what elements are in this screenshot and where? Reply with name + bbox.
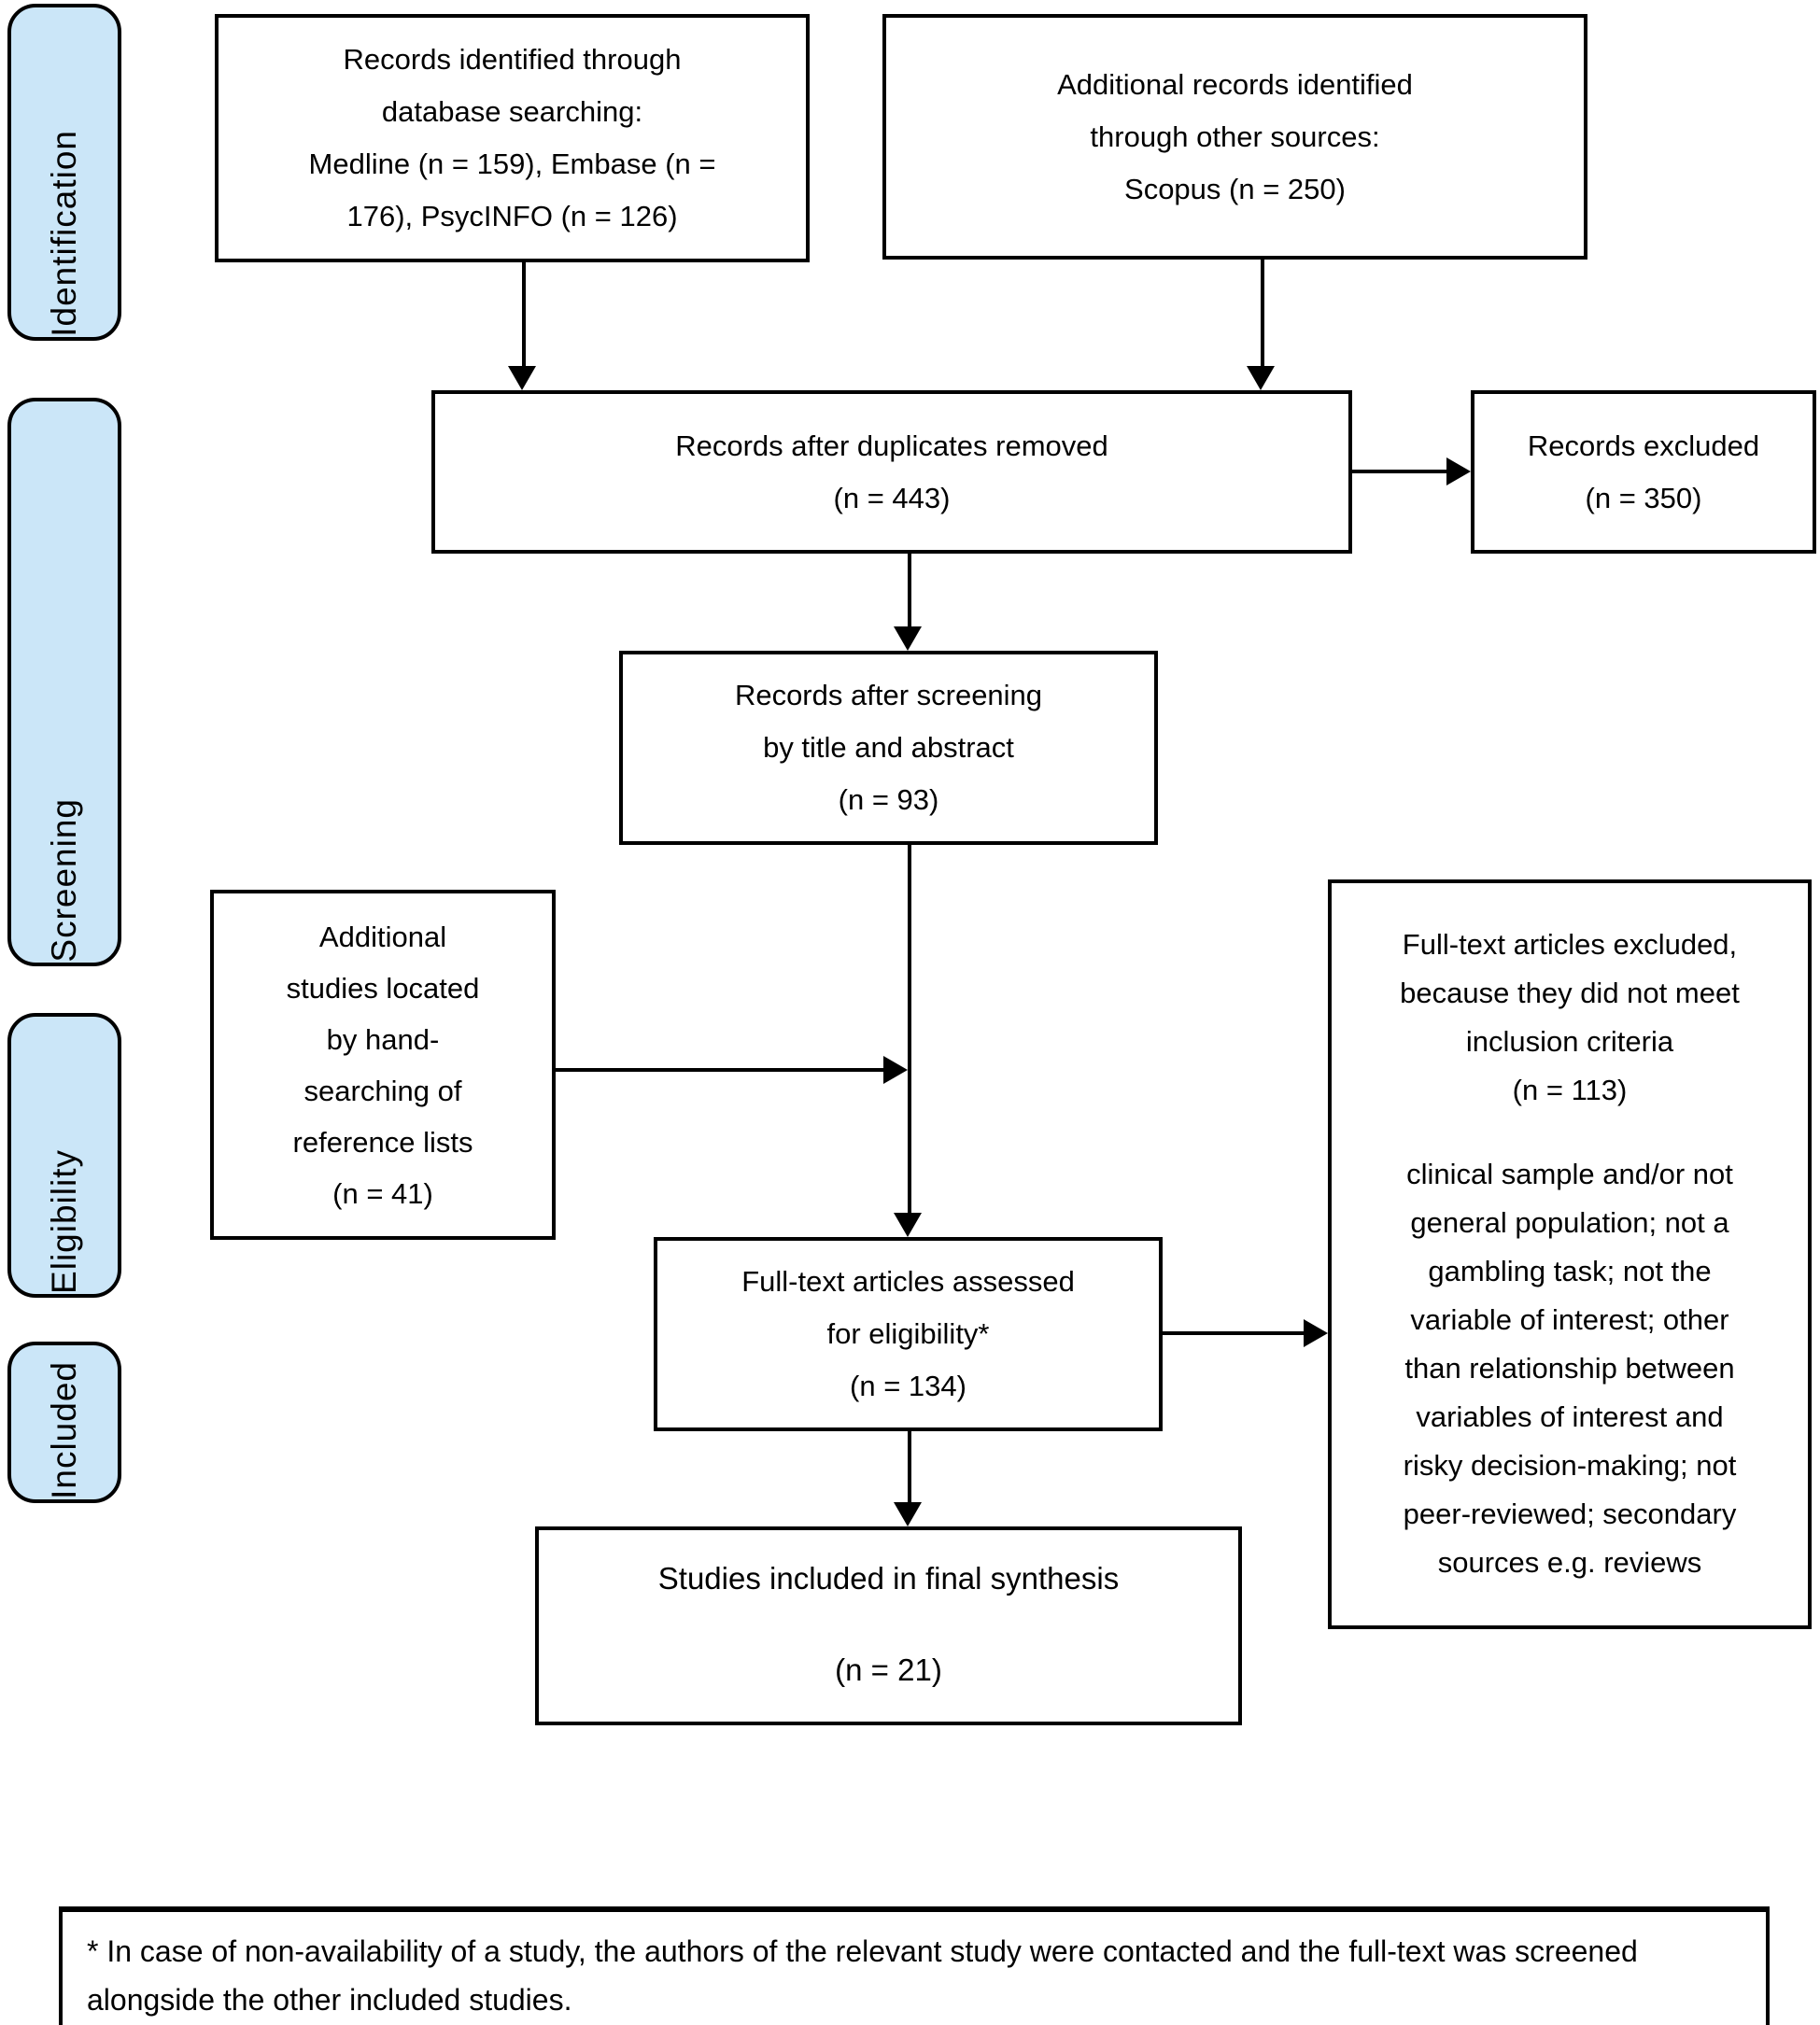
text-line: variables of interest and bbox=[1416, 1400, 1724, 1433]
text-line: 176), PsycINFO (n = 126) bbox=[346, 200, 678, 232]
text-line: through other sources: bbox=[1090, 120, 1380, 153]
arrow-fulltext-to-excluded-line bbox=[1163, 1331, 1304, 1335]
text-line: by hand- bbox=[326, 1022, 440, 1056]
footnote-box: * In case of non-availability of a study… bbox=[59, 1906, 1770, 2025]
text-line: than relationship between bbox=[1404, 1352, 1735, 1385]
arrow-duplicates-to-screening-head bbox=[894, 626, 922, 651]
text-line: (n = 134) bbox=[850, 1370, 966, 1402]
arrow-duplicates-to-screening-line bbox=[908, 554, 911, 626]
text-line: database searching: bbox=[381, 95, 643, 128]
text-line: reference lists bbox=[292, 1125, 473, 1159]
arrow-othersources-to-duplicates-head bbox=[1247, 366, 1275, 390]
arrow-fulltext-to-excluded-head bbox=[1304, 1319, 1328, 1347]
text-line: variable of interest; other bbox=[1410, 1303, 1729, 1336]
box-after-screening: Records after screening by title and abst… bbox=[619, 651, 1158, 845]
fulltext-excluded-header: Full-text articles excluded, because they… bbox=[1400, 921, 1740, 1115]
box-after-duplicates: Records after duplicates removed (n = 443… bbox=[431, 390, 1352, 554]
text-line: (n = 443) bbox=[833, 481, 951, 514]
box-fulltext-excluded: Full-text articles excluded, because they… bbox=[1328, 879, 1812, 1629]
arrow-screening-to-fulltext-head bbox=[894, 1213, 922, 1237]
text-line: Records after duplicates removed bbox=[675, 429, 1108, 462]
stage-screening-label: Screening bbox=[45, 798, 83, 963]
stage-screening: Screening bbox=[7, 398, 121, 966]
arrow-handsearch-to-flow-head bbox=[883, 1056, 908, 1084]
text-line: (n = 350) bbox=[1585, 481, 1702, 514]
box-fulltext-assessed: Full-text articles assessed for eligibili… bbox=[654, 1237, 1163, 1431]
text-line: Full-text articles assessed bbox=[741, 1265, 1075, 1298]
fulltext-excluded-reasons: clinical sample and/or not general popula… bbox=[1404, 1150, 1737, 1587]
text-line: Records excluded bbox=[1527, 429, 1760, 462]
box-records-identified: Records identified through database searc… bbox=[215, 14, 810, 262]
arrow-fulltext-to-included-head bbox=[894, 1502, 922, 1526]
text-line: for eligibility* bbox=[826, 1317, 990, 1350]
text-line: (n = 113) bbox=[1512, 1074, 1628, 1106]
text-line: Scopus (n = 250) bbox=[1124, 172, 1346, 205]
box-included-synthesis: Studies included in final synthesis (n =… bbox=[535, 1526, 1242, 1725]
text-line: by title and abstract bbox=[763, 731, 1014, 764]
arrow-duplicates-to-excluded-line bbox=[1352, 470, 1446, 473]
arrow-dbsearch-to-duplicates-head bbox=[508, 366, 536, 390]
text-line: inclusion criteria bbox=[1465, 1025, 1674, 1058]
arrow-fulltext-to-included-line bbox=[908, 1431, 911, 1502]
box-additional-records: Additional records identified through oth… bbox=[882, 14, 1587, 260]
stage-included: Included bbox=[7, 1342, 121, 1503]
box-hand-search: Additional studies located by hand-searchi… bbox=[210, 890, 556, 1240]
stage-included-label: Included bbox=[45, 1361, 83, 1499]
included-synthesis-count: (n = 21) bbox=[835, 1652, 942, 1687]
text-line: sources e.g. reviews bbox=[1437, 1546, 1702, 1579]
text-line: (n = 41) bbox=[332, 1176, 433, 1210]
text-line: risky decision-making; not bbox=[1403, 1449, 1737, 1482]
text-line: gambling task; not the bbox=[1428, 1255, 1712, 1287]
stage-identification-label: Identification bbox=[45, 130, 83, 337]
stage-eligibility: Eligibility bbox=[7, 1013, 121, 1298]
arrow-duplicates-to-excluded-head bbox=[1446, 457, 1471, 485]
box-records-excluded: Records excluded (n = 350) bbox=[1471, 390, 1816, 554]
text-line: Additional records identified bbox=[1057, 67, 1413, 101]
text-line: Additional bbox=[318, 920, 447, 953]
arrow-othersources-to-duplicates-line bbox=[1261, 260, 1264, 366]
text-line: general population; not a bbox=[1410, 1206, 1729, 1239]
arrow-screening-to-fulltext-line bbox=[908, 845, 911, 1213]
text-line: peer-reviewed; secondary bbox=[1403, 1498, 1737, 1530]
text-line: Medline (n = 159), Embase (n = bbox=[308, 148, 716, 180]
arrow-handsearch-to-flow-line bbox=[556, 1068, 883, 1072]
arrow-dbsearch-to-duplicates-line bbox=[522, 262, 526, 366]
text-line: studies located bbox=[286, 971, 480, 1005]
text-line: Records identified through bbox=[343, 43, 682, 76]
text-line: Full-text articles excluded, bbox=[1402, 928, 1738, 961]
text-line: because they did not meet bbox=[1400, 977, 1740, 1009]
text-line: (n = 93) bbox=[838, 783, 939, 816]
text-line: clinical sample and/or not bbox=[1406, 1158, 1733, 1190]
stage-eligibility-label: Eligibility bbox=[45, 1149, 83, 1294]
text-line: Records after screening bbox=[734, 679, 1043, 711]
text-line: searching of bbox=[303, 1074, 462, 1107]
stage-identification: Identification bbox=[7, 4, 121, 341]
included-synthesis-title: Studies included in final synthesis bbox=[657, 1561, 1120, 1596]
